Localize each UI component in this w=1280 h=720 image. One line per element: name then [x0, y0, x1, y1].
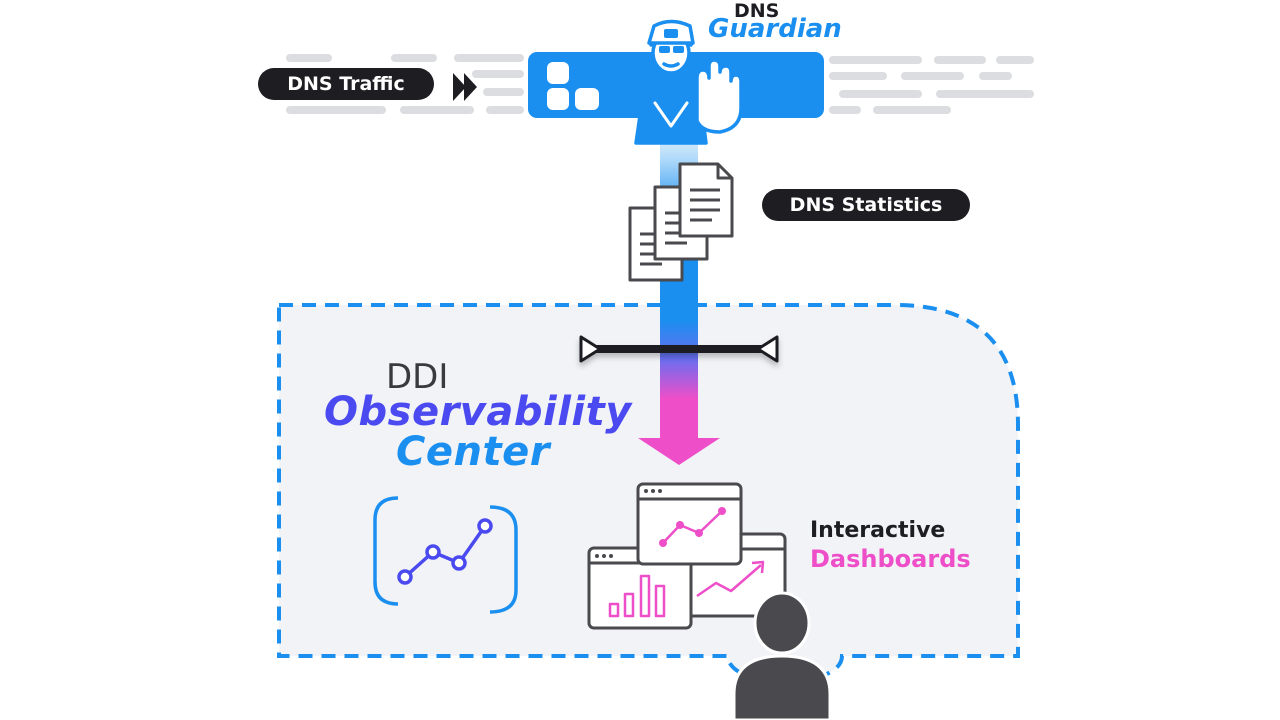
stop-hand-icon — [695, 58, 743, 134]
line-chart-icon — [373, 496, 518, 614]
user-icon — [732, 591, 832, 720]
observability-title: Observability — [324, 389, 632, 435]
dashboard-window-center — [636, 482, 743, 566]
dns-traffic-label: DNS Traffic — [258, 68, 434, 100]
dns-statistics-label: DNS Statistics — [762, 189, 970, 221]
flow-arrowhead — [638, 438, 720, 465]
dashboard-windows-icon — [587, 482, 787, 630]
server-icon — [547, 62, 599, 110]
fast-forward-icon — [453, 73, 477, 101]
interactive-label: Interactive — [810, 518, 946, 543]
documents-icon — [628, 162, 734, 282]
center-title: Center — [396, 429, 550, 475]
ddi-prefix: DDI — [386, 357, 449, 397]
guardian-prefix: DNS — [734, 0, 780, 22]
dashboards-label: Dashboards — [810, 545, 971, 573]
guardian-title: Guardian — [708, 14, 842, 44]
security-guard-icon — [634, 19, 708, 145]
dns-traffic-stream — [286, 54, 1034, 114]
collector-bar-icon — [579, 335, 779, 363]
